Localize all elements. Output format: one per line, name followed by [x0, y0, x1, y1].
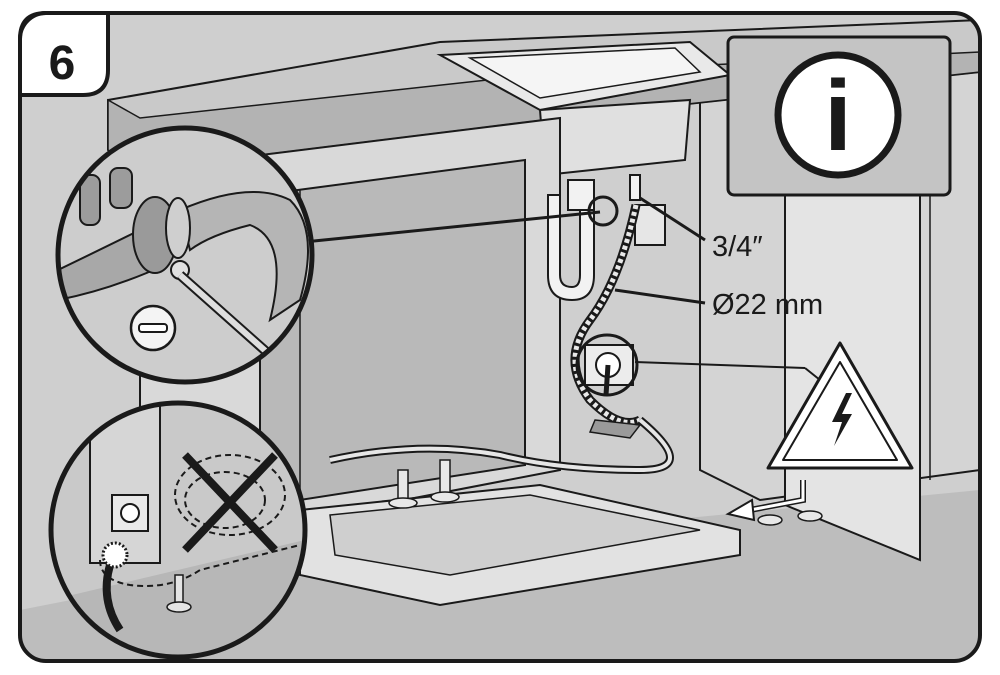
info-panel: i — [726, 35, 952, 197]
power-socket — [584, 344, 642, 439]
kitchen-scene: i 3/4″ Ø22 mm — [20, 13, 980, 661]
step-badge: 6 — [18, 11, 110, 97]
magnifier-wrong-hose-routing — [48, 400, 308, 660]
connection-highlight — [587, 195, 619, 227]
socket-highlight — [575, 333, 639, 397]
wrong-cross-icon — [182, 452, 278, 553]
info-icon — [774, 51, 902, 179]
magnifier-hose-clamp — [55, 125, 315, 385]
adjustable-feet — [388, 459, 823, 526]
frame-border — [18, 11, 982, 663]
info-glyph: i — [824, 60, 852, 172]
step-number: 6 — [49, 37, 76, 90]
thread-size-label: 3/4″ — [712, 231, 763, 263]
high-voltage-warning-icon — [766, 341, 914, 470]
hose-diameter-label: Ø22 mm — [712, 289, 823, 321]
